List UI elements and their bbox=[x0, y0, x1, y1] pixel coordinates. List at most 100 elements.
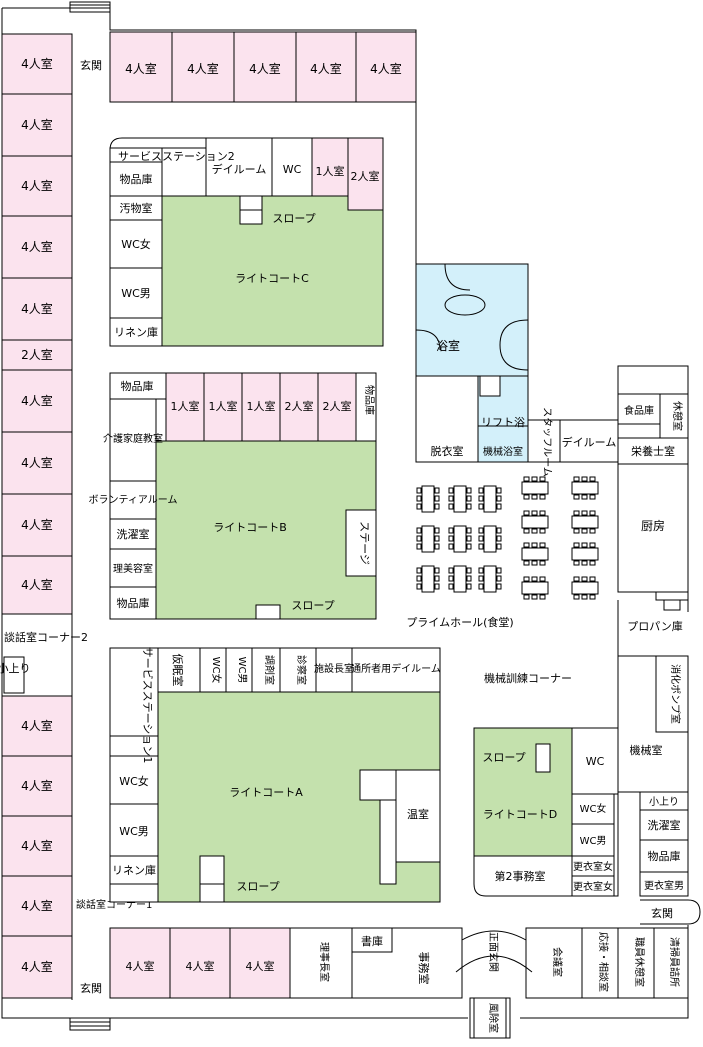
label: 物品庫 bbox=[648, 849, 681, 863]
dining-table bbox=[448, 565, 472, 593]
label: リネン庫 bbox=[112, 863, 156, 877]
label: 1人室 bbox=[247, 399, 276, 413]
bath-block: 浴室 脱衣室 リフト浴 機械浴室 スタッフルーム デイルーム bbox=[415, 263, 619, 477]
label: デイルーム bbox=[562, 435, 617, 449]
label: 理事長室 bbox=[318, 942, 331, 982]
label: WC女 bbox=[210, 657, 223, 684]
prime-hall-label: プライムホール(食堂) bbox=[406, 615, 513, 629]
room-label: 4人室 bbox=[21, 239, 53, 254]
room-label: 4人室 bbox=[21, 455, 53, 470]
room-label: 4人室 bbox=[21, 117, 53, 132]
west-rooms bbox=[1, 33, 73, 999]
room-label: 4人室 bbox=[125, 61, 157, 76]
dining-table bbox=[416, 525, 440, 553]
room-label: 4人室 bbox=[21, 718, 53, 733]
label: WC男 bbox=[236, 657, 248, 684]
dining-table bbox=[521, 476, 549, 500]
room-label: 4人室 bbox=[310, 61, 342, 76]
label: プロパン庫 bbox=[627, 619, 683, 633]
label: WC男 bbox=[119, 825, 149, 838]
room-label: 2人室 bbox=[21, 347, 53, 362]
label: 仮眠室 bbox=[171, 654, 185, 687]
label: 事務室 bbox=[417, 952, 431, 985]
light-court-d-label: ライトコートD bbox=[483, 808, 557, 821]
room-4bed bbox=[1, 215, 73, 279]
label: 会議室 bbox=[551, 947, 564, 977]
label: 風除室 bbox=[487, 1003, 500, 1033]
room-label: 4人室 bbox=[246, 959, 275, 973]
dining-table bbox=[571, 576, 599, 600]
east-service-block: 消化ポンプ室 機械室 小上り 洗濯室 物品庫 更衣室男 玄関 bbox=[617, 655, 701, 925]
label: 洗濯室 bbox=[117, 527, 150, 541]
dining-table bbox=[571, 542, 599, 566]
label: 栄養士室 bbox=[631, 444, 675, 458]
bath-label: 浴室 bbox=[436, 338, 460, 353]
label: WC女 bbox=[580, 802, 607, 815]
room-4bed bbox=[1, 935, 73, 999]
label: 介護家庭教室 bbox=[103, 432, 163, 445]
label: 更衣室女 bbox=[573, 880, 613, 893]
label: 正面玄関 bbox=[487, 932, 500, 972]
label: スロープ bbox=[291, 599, 334, 612]
label: 職員休憩室 bbox=[633, 937, 646, 987]
label: ボランティアルーム bbox=[89, 494, 178, 506]
kitchen-label: 厨房 bbox=[641, 518, 665, 533]
small-stall-west bbox=[3, 656, 25, 694]
block-b: 物品庫 1人室 1人室 1人室 2人室 2人室 物品庫 介護家庭教室 ボランティ… bbox=[89, 372, 377, 620]
machine-room-label: 機械室 bbox=[630, 743, 663, 757]
room-4bed bbox=[1, 493, 73, 557]
label: 調剤室 bbox=[263, 655, 276, 685]
room-4bed bbox=[1, 93, 73, 157]
greenhouse-label: 温室 bbox=[407, 807, 429, 821]
room-label: 4人室 bbox=[21, 778, 53, 793]
label: スロープ bbox=[236, 880, 279, 893]
small-stall-label: 小上り bbox=[0, 662, 31, 675]
dining-table bbox=[448, 525, 472, 553]
label: 玄関 bbox=[651, 906, 673, 920]
dining-table bbox=[521, 510, 549, 534]
label: 物品庫 bbox=[117, 596, 150, 610]
room-label: 4人室 bbox=[21, 959, 53, 974]
light-court-a-label: ライトコートA bbox=[229, 786, 303, 799]
label: 消化ポンプ室 bbox=[669, 664, 682, 724]
room-4bed bbox=[1, 155, 73, 217]
entrance-label-top: 玄関 bbox=[80, 58, 102, 72]
dining-table bbox=[521, 542, 549, 566]
label: 施設長室 bbox=[314, 662, 354, 675]
label: WC女 bbox=[119, 774, 149, 788]
dining-table bbox=[478, 525, 502, 553]
label: WC男 bbox=[121, 287, 151, 300]
room-label: 4人室 bbox=[370, 61, 402, 76]
label: リネン庫 bbox=[114, 325, 158, 339]
dining-tables bbox=[416, 476, 599, 600]
label: 第2事務室 bbox=[495, 869, 546, 883]
training-corner-label: 機械訓練コーナー bbox=[484, 671, 572, 685]
label: 2人室 bbox=[323, 399, 352, 413]
dining-table bbox=[571, 510, 599, 534]
service-station-2-label: サービスステーション2 bbox=[118, 150, 235, 163]
label: 休憩室 bbox=[671, 401, 684, 431]
label: 書庫 bbox=[361, 934, 383, 948]
room-label: 4人室 bbox=[126, 959, 155, 973]
label: 物品庫 bbox=[120, 172, 153, 186]
dining-table bbox=[416, 485, 440, 513]
label: 2人室 bbox=[285, 399, 314, 413]
label: デイルーム bbox=[212, 162, 267, 176]
light-court-b-label: ライトコートB bbox=[213, 521, 287, 534]
room-4bed bbox=[1, 755, 73, 817]
dining-table bbox=[478, 565, 502, 593]
room-4bed bbox=[1, 555, 73, 615]
label: スロープ bbox=[482, 751, 525, 764]
block-a: サービスステーション1 仮眠室 WC女 WC男 調剤室 診察室 施設長室 通所者… bbox=[109, 647, 441, 903]
label: スロープ bbox=[272, 212, 315, 225]
label: 更衣室女 bbox=[573, 860, 613, 873]
label: WC bbox=[283, 163, 302, 176]
label: 理美容室 bbox=[113, 562, 153, 575]
label: WC男 bbox=[580, 835, 607, 847]
north-rooms: 4人室 4人室 4人室 4人室 4人室 bbox=[109, 31, 417, 103]
room-label: 4人室 bbox=[21, 577, 53, 592]
room-label: 4人室 bbox=[187, 61, 219, 76]
room-2bed bbox=[1, 339, 73, 371]
room-4bed bbox=[1, 815, 73, 877]
